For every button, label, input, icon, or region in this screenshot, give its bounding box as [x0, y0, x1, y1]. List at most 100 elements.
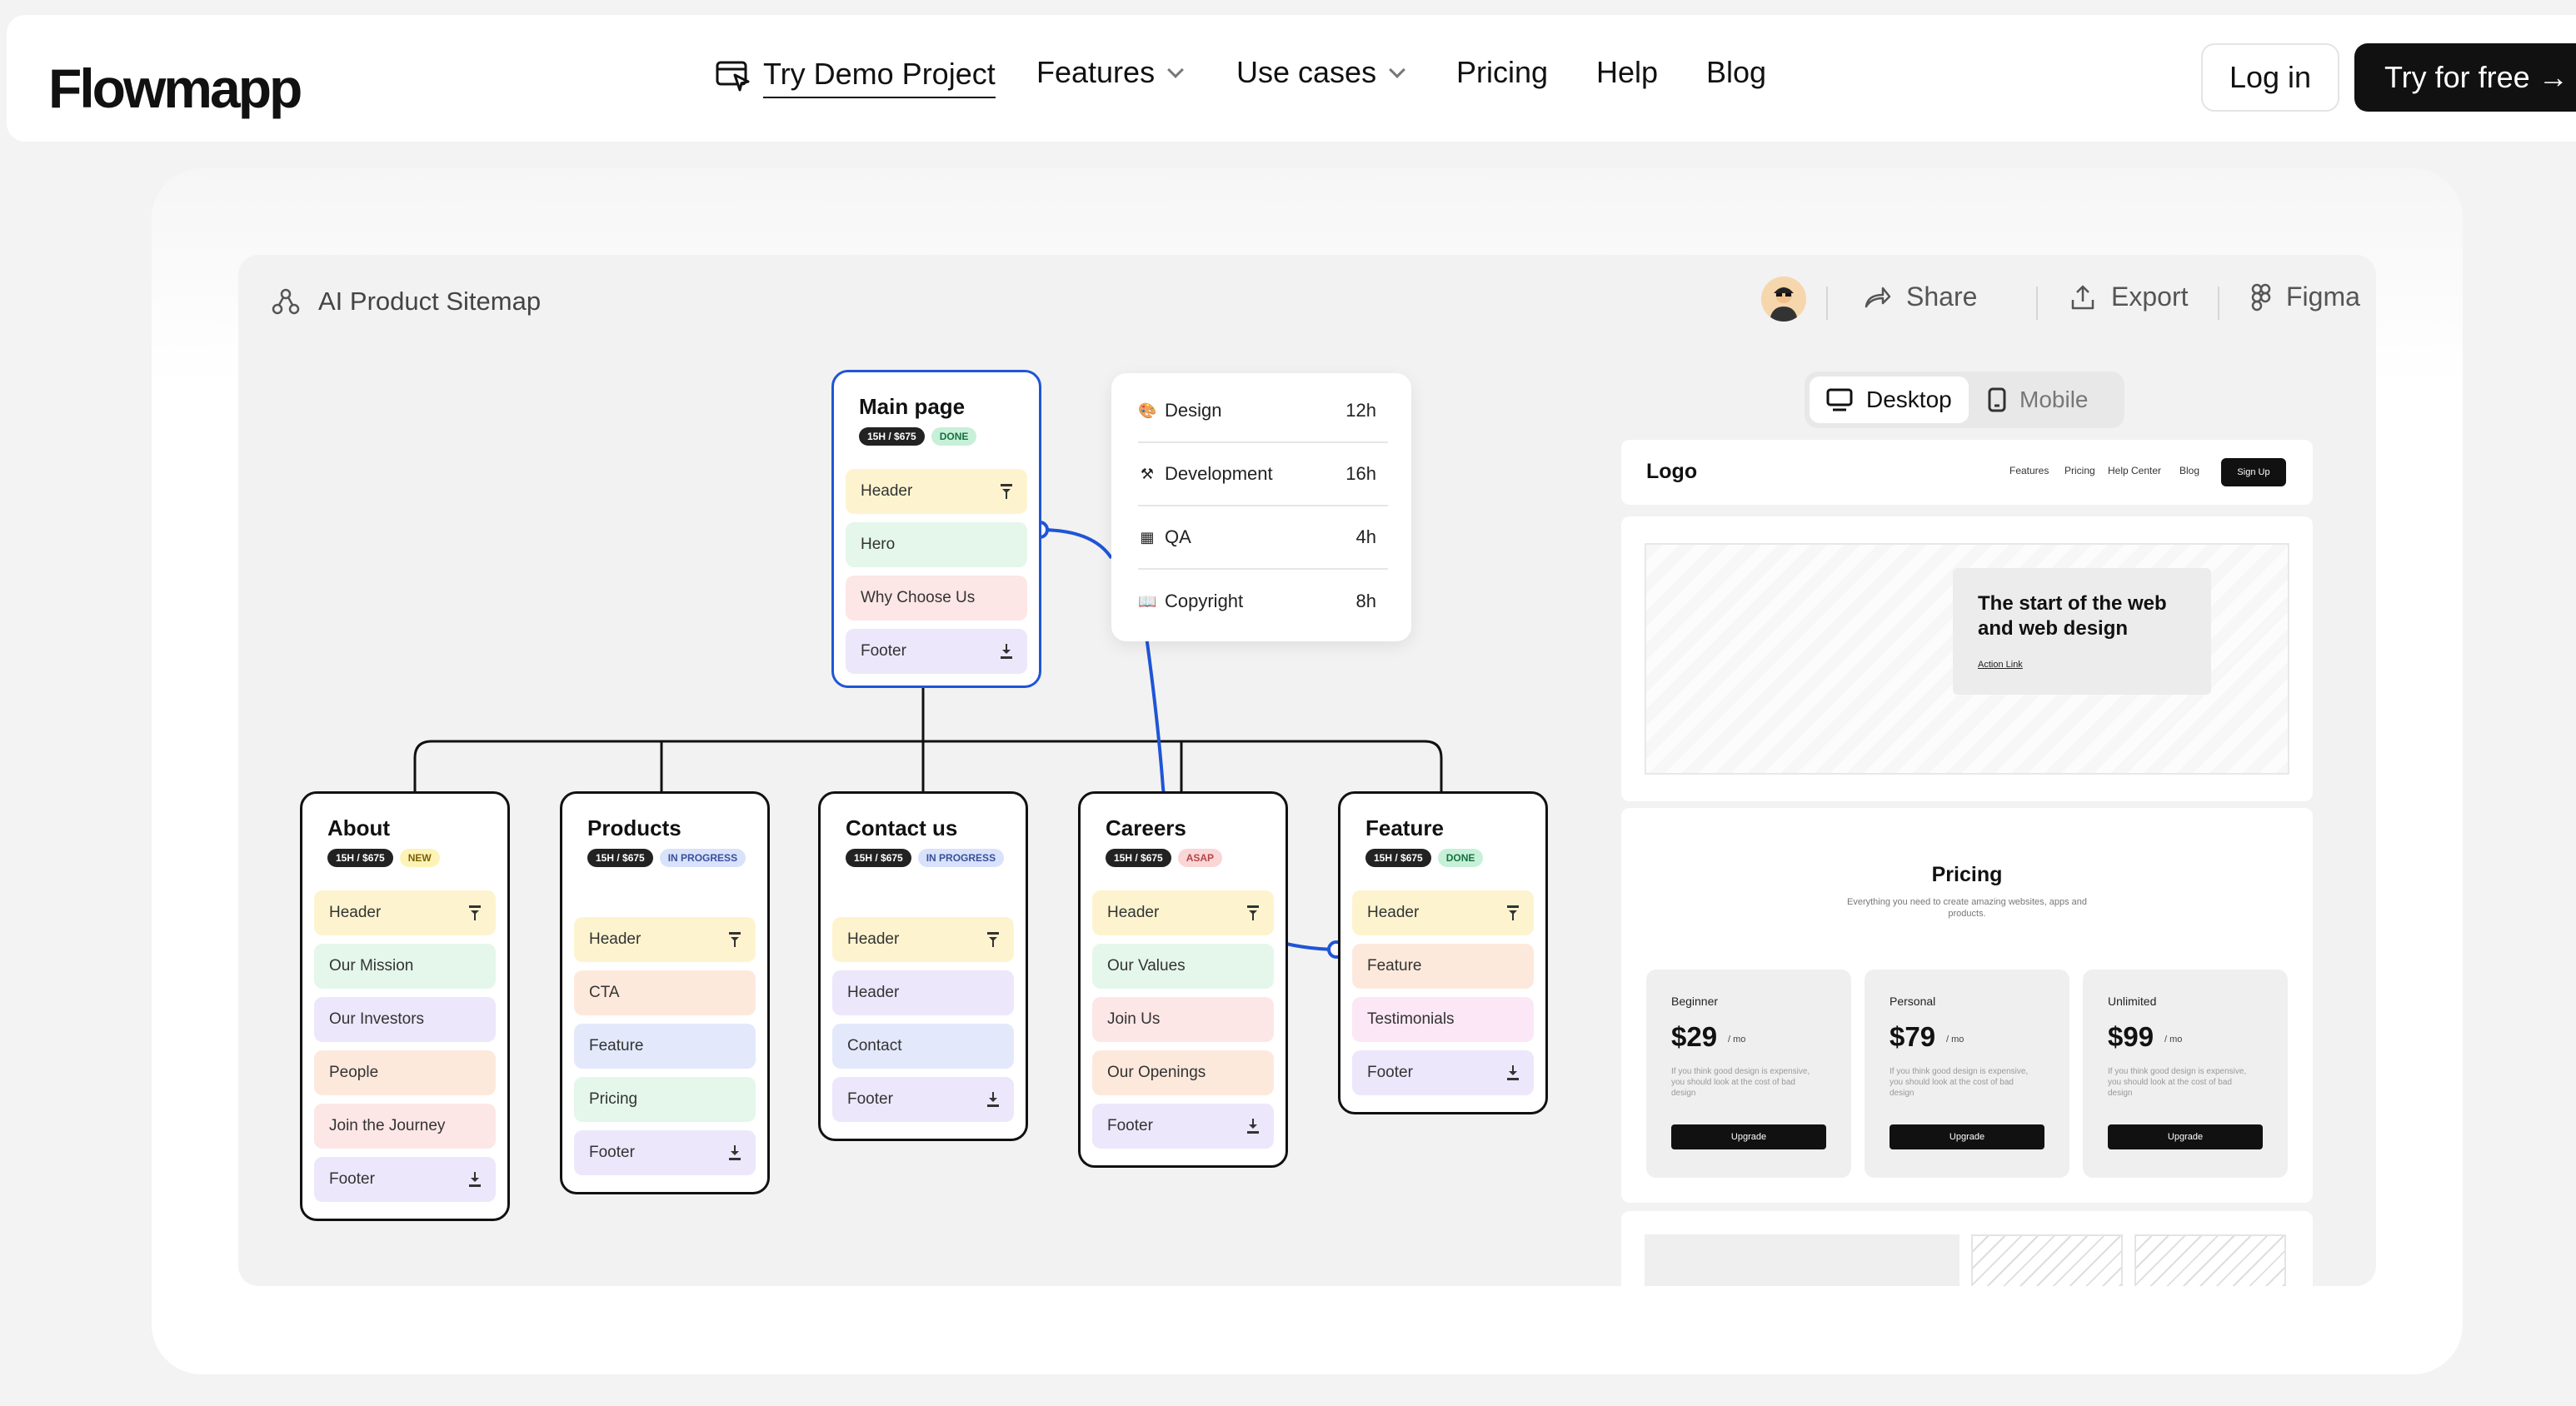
estimate-value: 8h [1355, 591, 1376, 611]
section-item[interactable]: People [314, 1050, 496, 1095]
section-label: Header [329, 904, 382, 921]
share-button[interactable]: Share [1863, 282, 1977, 312]
section-item[interactable]: CTA [574, 970, 756, 1015]
section-item[interactable]: Header [314, 890, 496, 935]
section-item[interactable]: Header [832, 970, 1014, 1015]
section-label: Footer [589, 1144, 635, 1161]
section-item[interactable]: Pricing [574, 1077, 756, 1122]
plan-description: If you think good design is expensive, y… [1671, 1067, 1810, 1098]
section-item[interactable]: Footer [1352, 1050, 1534, 1095]
toolbar-divider [2218, 287, 2219, 320]
section-item[interactable]: Header [846, 469, 1027, 514]
flowmapp-logo[interactable]: Flowmapp [48, 57, 302, 119]
plan-price: $29 [1671, 1021, 1718, 1052]
preview-bottom-section [1621, 1211, 2313, 1286]
section-item[interactable]: Feature [574, 1024, 756, 1069]
estimate-value: 12h [1345, 400, 1376, 421]
section-item[interactable]: Testimonials [1352, 997, 1534, 1042]
status-badge: IN PROGRESS [659, 849, 746, 867]
card-title: About [327, 815, 391, 840]
features-menu[interactable]: Features [1036, 55, 1184, 90]
section-item[interactable]: Contact [832, 1024, 1014, 1069]
demo-project-icon [716, 61, 750, 92]
pin-top-icon [729, 932, 741, 947]
preview-image-placeholder [2134, 1234, 2286, 1286]
section-label: Header [861, 482, 913, 500]
section-item[interactable]: Our Openings [1092, 1050, 1274, 1095]
section-label: Our Openings [1107, 1064, 1206, 1081]
section-item[interactable]: Footer [314, 1157, 496, 1202]
section-item[interactable]: Our Investors [314, 997, 496, 1042]
desktop-label: Desktop [1866, 386, 1952, 412]
tools-icon: ⚒ [1140, 465, 1155, 482]
section-item[interactable]: Footer [832, 1077, 1014, 1122]
mobile-icon [1988, 387, 2006, 412]
plan-price: $99 [2108, 1021, 2154, 1052]
features-menu-label: Features [1036, 55, 1156, 89]
section-label: Why Choose Us [861, 589, 976, 606]
pin-bottom-icon [469, 1172, 481, 1187]
section-item[interactable]: Footer [574, 1130, 756, 1175]
plan-period: / mo [1946, 1035, 1964, 1045]
section-item[interactable]: Header [832, 917, 1014, 962]
preview-hero-link: Action Link [1978, 660, 2023, 670]
use-cases-menu[interactable]: Use cases [1236, 55, 1405, 90]
log-in-button[interactable]: Log in [2201, 43, 2339, 112]
figma-label: Figma [2286, 282, 2360, 312]
avatar[interactable] [1761, 277, 1806, 322]
section-item[interactable]: Our Mission [314, 944, 496, 989]
figma-button[interactable]: Figma [2251, 282, 2360, 312]
try-demo-project-link[interactable]: Try Demo Project [763, 57, 996, 98]
estimate-label: Development [1165, 463, 1273, 484]
card-badges: 15H / $675 ASAP [1106, 849, 1272, 867]
sitemap-card-products[interactable]: Products 15H / $675 IN PROGRESS Header C… [560, 791, 770, 1194]
estimate-value: 16h [1345, 463, 1376, 484]
desktop-toggle[interactable]: Desktop [1810, 376, 1969, 423]
section-item[interactable]: Feature [1352, 944, 1534, 989]
sitemap-card-feature[interactable]: Feature 15H / $675 DONE Header Feature T… [1338, 791, 1548, 1114]
use-cases-menu-label: Use cases [1236, 55, 1377, 89]
section-label: Footer [329, 1170, 375, 1188]
sitemap-card-about[interactable]: About 15H / $675 NEW Header Our Mission … [300, 791, 510, 1221]
palette-icon: 🎨 [1138, 401, 1157, 419]
section-label: Feature [1367, 957, 1422, 975]
section-label: Pricing [589, 1090, 638, 1108]
preview-plan-card: Personal $79 / mo If you think good desi… [1865, 970, 2069, 1178]
card-badges: 15H / $675 IN PROGRESS [846, 849, 1012, 867]
mobile-toggle[interactable]: Mobile [1971, 376, 2104, 423]
section-item[interactable]: Join Us [1092, 997, 1274, 1042]
export-label: Export [2111, 282, 2189, 312]
card-badges: 15H / $675 DONE [1365, 849, 1532, 867]
section-item[interactable]: Header [574, 917, 756, 962]
blog-link[interactable]: Blog [1706, 55, 1767, 89]
estimate-row: ⚒ Development 16h [1138, 443, 1388, 506]
try-for-free-button[interactable]: Try for free → [2354, 43, 2576, 112]
section-item[interactable]: Header [1352, 890, 1534, 935]
section-label: Footer [861, 642, 906, 660]
section-label: Footer [847, 1090, 893, 1108]
export-button[interactable]: Export [2069, 282, 2188, 312]
section-item[interactable]: Hero [846, 522, 1027, 567]
preview-plan-card: Unlimited $99 / mo If you think good des… [2083, 970, 2288, 1178]
help-link[interactable]: Help [1596, 55, 1659, 89]
pricing-link[interactable]: Pricing [1456, 55, 1549, 89]
section-item[interactable]: Footer [846, 629, 1027, 674]
toolbar-divider [2036, 287, 2038, 320]
section-item[interactable]: Header [1092, 890, 1274, 935]
plan-name: Personal [1890, 995, 1936, 1008]
sitemap-card-main-page[interactable]: Main page 15H / $675 DONE Header Hero Wh… [831, 370, 1041, 688]
sitemap-card-careers[interactable]: Careers 15H / $675 ASAP Header Our Value… [1078, 791, 1288, 1168]
section-label: Header [847, 930, 900, 948]
section-item[interactable]: Our Values [1092, 944, 1274, 989]
section-item[interactable]: Why Choose Us [846, 576, 1027, 621]
preview-logo: Logo [1646, 460, 1698, 483]
section-item[interactable]: Footer [1092, 1104, 1274, 1149]
sitemap-card-contact-us[interactable]: Contact us 15H / $675 IN PROGRESS Header… [818, 791, 1028, 1141]
section-item[interactable]: Join the Journey [314, 1104, 496, 1149]
section-label: Testimonials [1367, 1010, 1455, 1028]
status-badge: DONE [931, 427, 977, 446]
card-title: Careers [1106, 815, 1186, 840]
